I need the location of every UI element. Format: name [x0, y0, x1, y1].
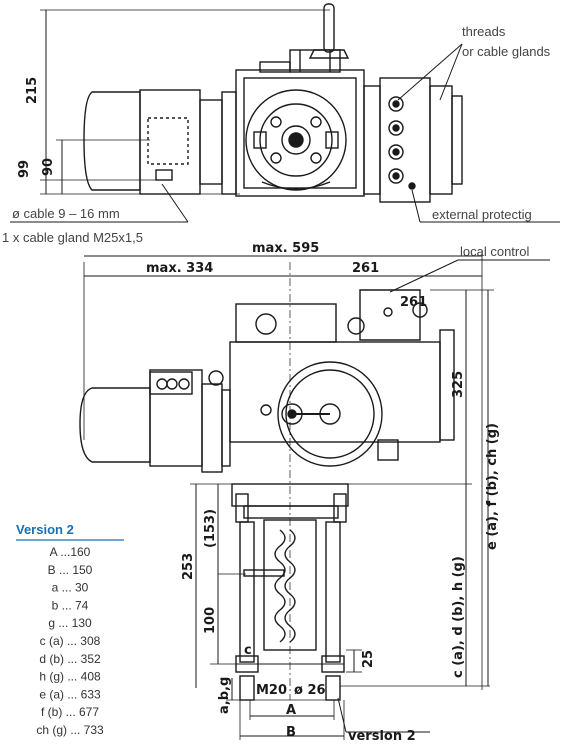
- version-table-row: d (b) ... 352: [39, 652, 101, 666]
- dim-max-334: max. 334: [146, 261, 213, 276]
- dim-90: 90: [41, 158, 56, 176]
- dim-B: B: [286, 725, 296, 740]
- version-table-row: g ... 130: [48, 616, 92, 630]
- dim-m20: M20: [256, 683, 287, 698]
- version-2-callout: version 2: [348, 729, 416, 744]
- version-table-row: e (a) ... 633: [39, 687, 101, 701]
- dim-c-d-h: c (a), d (b), h (g): [451, 556, 466, 678]
- dim-325: 325: [451, 371, 466, 398]
- dim-25: 25: [361, 650, 376, 668]
- version-table-row: c (a) ... 308: [40, 634, 101, 648]
- dim-153: (153): [203, 509, 218, 548]
- cable-glands-label: or cable glands: [462, 44, 551, 59]
- cable-gland-label: 1 x cable gland M25x1,5: [2, 230, 143, 245]
- external-protection-label: external protectig: [432, 207, 532, 222]
- version-table-row: a ... 30: [52, 581, 89, 595]
- version-table-row: b ... 74: [52, 598, 89, 612]
- dim-100: 100: [203, 607, 218, 634]
- dim-A: A: [286, 703, 296, 718]
- local-control-label: local control: [460, 244, 529, 259]
- version-table-row: h (g) ... 408: [39, 670, 101, 684]
- version-table-row: ch (g) ... 733: [36, 723, 104, 737]
- version-table: Version 2 A ...160 B ... 150 a ... 30 b ...…: [16, 522, 124, 737]
- cable-diameter-label: ø cable 9 – 16 mm: [12, 206, 120, 221]
- dim-diameter-26: ø 26: [294, 683, 326, 698]
- top-view: [10, 3, 560, 223]
- version-table-title: Version 2: [16, 522, 74, 537]
- dim-a-b-g: a,b,g: [217, 677, 232, 714]
- dim-99: 99: [17, 160, 32, 178]
- version-table-row: A ...160: [50, 545, 91, 559]
- dim-c-marker: c: [244, 643, 252, 658]
- threads-label: threads: [462, 24, 506, 39]
- version-table-row: B ... 150: [48, 563, 93, 577]
- dimension-labels: 215 99 90 max. 595 max. 334 261 261 325 …: [17, 77, 500, 740]
- dim-e-f-ch: e (a), f (b), ch (g): [485, 423, 500, 550]
- dim-max-595: max. 595: [252, 241, 319, 256]
- version-table-row: f (b) ... 677: [41, 705, 99, 719]
- dim-261-top: 261: [352, 261, 379, 276]
- dim-253: 253: [181, 553, 196, 580]
- dim-261-mid: 261: [400, 295, 427, 310]
- callout-labels: threads or cable glands ø cable 9 – 16 m…: [2, 24, 551, 744]
- dim-215: 215: [25, 77, 40, 104]
- front-view: [79, 250, 550, 740]
